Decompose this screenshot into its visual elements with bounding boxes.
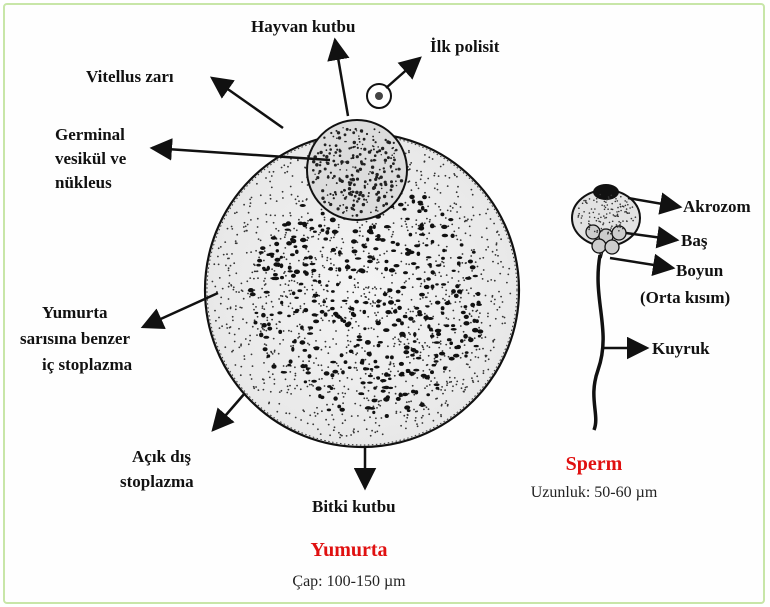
label-vegetal-pole: Bitki kutbu — [312, 497, 396, 516]
arrow-outer — [213, 393, 245, 430]
label-neck: Boyun — [676, 261, 724, 280]
sperm-title: Sperm — [566, 453, 623, 475]
label-outer-1: Açık dış — [132, 447, 191, 466]
label-first-polar-body: İlk polisit — [430, 37, 500, 56]
label-yolk-2: sarısına benzer — [20, 329, 130, 348]
label-outer-2: stoplazma — [120, 472, 194, 491]
label-yolk-1: Yumurta — [42, 303, 108, 322]
label-germinal-2: vesikül ve — [55, 149, 127, 168]
midpiece-balls — [586, 225, 626, 254]
egg-cell — [205, 84, 519, 447]
sperm-cell — [572, 184, 640, 430]
sperm-size: Uzunluk: 50-60 µm — [531, 484, 658, 501]
label-neck-paren: (Orta kısım) — [640, 288, 730, 307]
label-vitelline-membrane: Vitellus zarı — [86, 67, 174, 86]
sperm-tail — [594, 255, 603, 430]
label-yolk-3: iç stoplazma — [42, 355, 133, 374]
label-germinal-1: Germinal — [55, 125, 125, 144]
label-germinal-3: nükleus — [55, 173, 112, 192]
arrow-polar-body — [386, 58, 420, 88]
egg-size: Çap: 100-150 µm — [292, 573, 406, 590]
arrow-vitelline — [212, 78, 283, 128]
arrow-head — [626, 233, 677, 240]
arrow-animal-pole — [335, 40, 348, 116]
label-animal-pole: Hayvan kutbu — [251, 17, 355, 36]
arrow-neck — [610, 258, 673, 268]
acrosome-cap — [593, 184, 619, 200]
label-head: Baş — [681, 231, 708, 250]
label-tail: Kuyruk — [652, 339, 710, 358]
egg-title: Yumurta — [310, 539, 387, 561]
label-acrosome: Akrozom — [683, 197, 751, 216]
